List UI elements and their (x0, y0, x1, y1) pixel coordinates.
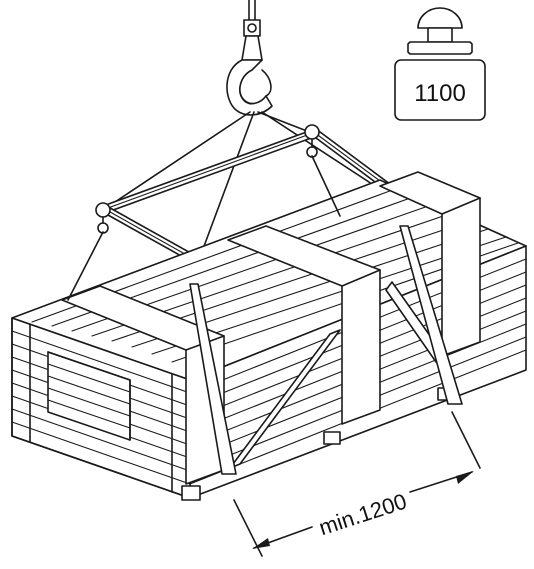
dimension-label: min.1200 (316, 489, 410, 541)
crane-hook-icon (226, 0, 273, 116)
wooden-crate (11, 171, 527, 501)
lower-slings (67, 155, 463, 475)
weight-label: 1100 (414, 80, 466, 107)
weight-icon: 1100 (394, 7, 486, 121)
